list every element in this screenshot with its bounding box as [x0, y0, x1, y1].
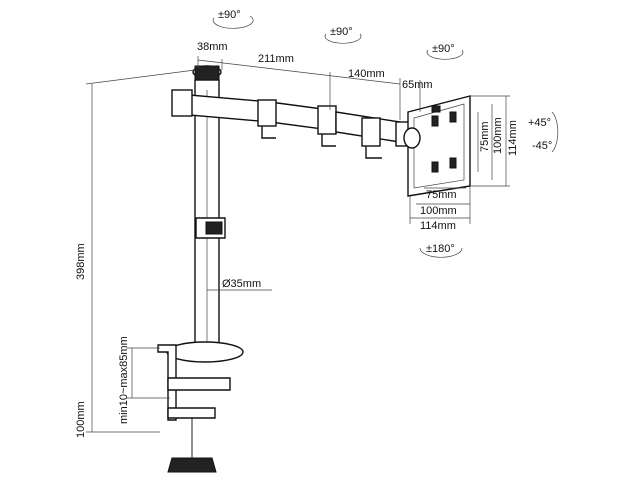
dim-vesa-h-75: 75mm — [426, 189, 457, 201]
dim-clamp-height: 100mm — [75, 401, 87, 438]
rotation-label-tilt-down: -45° — [532, 140, 552, 152]
dim-vesa-h-114: 114mm — [420, 220, 456, 232]
arm — [171, 89, 411, 159]
rotation-label-tilt-up: +45° — [528, 117, 551, 129]
pole — [192, 65, 226, 356]
dim-vesa-v-100: 100mm — [492, 117, 504, 154]
rotation-label-arm-mid: ±90° — [330, 26, 353, 38]
desk-clamp — [157, 341, 244, 473]
dimension-lines — [85, 56, 510, 433]
dim-arm2-length: 140mm — [348, 68, 385, 80]
dim-pole-offset: 38mm — [197, 41, 228, 53]
dim-clamp-range: min10~max85mm — [118, 336, 130, 424]
dim-arm1-length: 211mm — [258, 53, 294, 65]
dim-pole-height: 398mm — [75, 243, 87, 280]
vesa-plate — [403, 95, 471, 197]
dim-vesa-v-75: 75mm — [479, 121, 491, 152]
rotation-label-swivel: ±180° — [426, 243, 455, 255]
rotation-arrows — [212, 15, 559, 258]
rotation-label-arm-base: ±90° — [218, 9, 241, 21]
dim-head-offset: 65mm — [402, 79, 433, 91]
dim-vesa-v-114: 114mm — [507, 120, 519, 156]
dim-vesa-h-100: 100mm — [420, 205, 457, 217]
rotation-label-head: ±90° — [432, 43, 455, 55]
dim-pole-diameter: Ø35mm — [222, 278, 261, 290]
